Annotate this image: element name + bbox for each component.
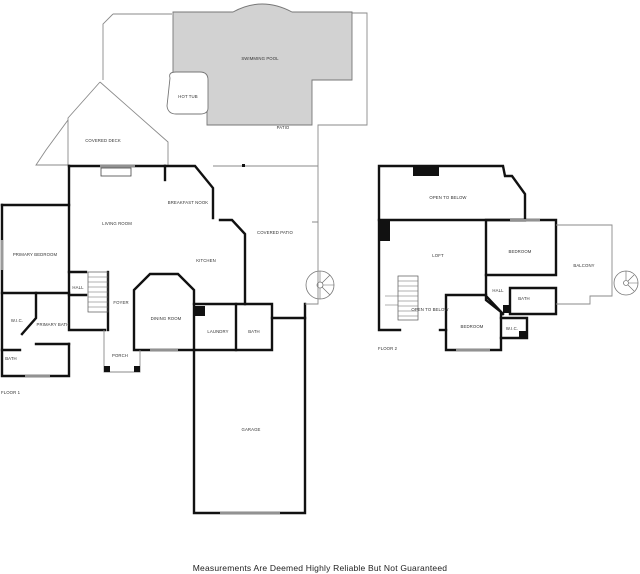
stairs-icon [87, 271, 109, 313]
room-label-kitchen: KITCHEN [196, 258, 216, 263]
room-label-bedroom: BEDROOM [509, 249, 532, 254]
room-label-hall: HALL [72, 285, 84, 290]
room-label-covered-deck: COVERED DECK [85, 138, 121, 143]
room-label-bath: BATH [248, 329, 260, 334]
room-label-porch: PORCH [112, 353, 128, 358]
floor-1-labels: SWIMMING POOL HOT TUB PATIO COVERED DECK… [1, 56, 294, 432]
outdoor-areas [35, 3, 368, 300]
floor-2-labels: OPEN TO BELOW LOFT BEDROOM BALCONY HALL … [378, 195, 595, 351]
spiral-stair-icon [305, 270, 335, 300]
hot-tub [166, 71, 209, 115]
room-label-primary-bath: PRIMARY BATH [37, 322, 70, 327]
room-label-loft: LOFT [432, 253, 444, 258]
room-label-bath: BATH [518, 296, 530, 301]
room-label-laundry: LAUNDRY [207, 329, 228, 334]
room-label-open-to-below: OPEN TO BELOW [411, 307, 449, 312]
room-label-breakfast-nook: BREAKFAST NOOK [168, 200, 209, 205]
room-label-balcony: BALCONY [573, 263, 594, 268]
room-label-covered-patio: COVERED PATIO [257, 230, 294, 235]
floor-2-caption: FLOOR 2 [378, 346, 398, 351]
floor-1-caption: FLOOR 1 [1, 390, 21, 395]
room-label-patio: PATIO [277, 125, 290, 130]
room-label-open-to-below: OPEN TO BELOW [429, 195, 467, 200]
room-label-wic: W.I.C. [11, 318, 23, 323]
floor-1-walls [0, 164, 319, 515]
room-label-living-room: LIVING ROOM [102, 221, 132, 226]
spiral-stair-icon [613, 270, 639, 296]
stairs-icon [385, 275, 419, 321]
room-label-bedroom: BEDROOM [461, 324, 484, 329]
room-label-hall: HALL [492, 288, 504, 293]
room-label-primary-bedroom: PRIMARY BEDROOM [13, 252, 58, 257]
room-label-bath: BATH [5, 356, 17, 361]
room-label-foyer: FOYER [113, 300, 128, 305]
swimming-pool [172, 3, 353, 126]
floor-2-walls [377, 164, 639, 352]
room-label-swimming-pool: SWIMMING POOL [241, 56, 279, 61]
room-label-wic: W.I.C. [506, 326, 518, 331]
room-label-hot-tub: HOT TUB [178, 94, 197, 99]
disclaimer-footer: Measurements Are Deemed Highly Reliable … [192, 563, 448, 573]
room-label-garage: GARAGE [242, 427, 261, 432]
room-label-dining-room: DINING ROOM [151, 316, 182, 321]
